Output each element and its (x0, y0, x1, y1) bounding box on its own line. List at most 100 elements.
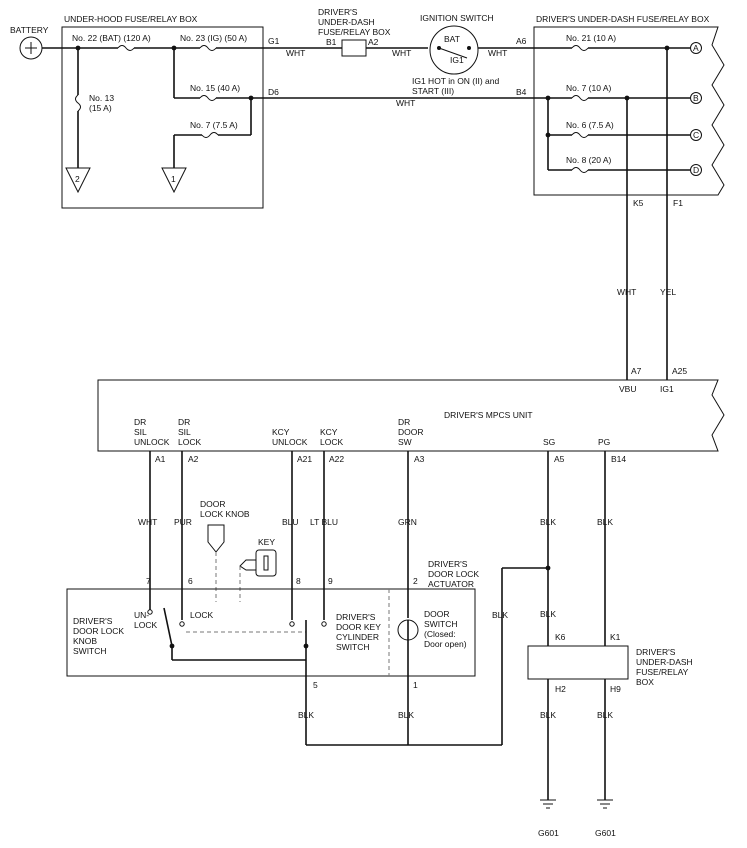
underhood-title: UNDER-HOOD FUSE/RELAY BOX (64, 14, 198, 24)
wire-wht-3: WHT (488, 48, 507, 58)
lock-label: LOCK (190, 610, 213, 620)
underdash-fuse-box: DRIVER'S UNDER-DASH FUSE/RELAY BOX No. 2… (533, 14, 725, 208)
unlock-label-1: UN- (134, 610, 149, 620)
wire-pur: PUR (174, 517, 192, 527)
key-icon: KEY (239, 537, 277, 602)
actuator-label-1: DRIVER'S (428, 559, 468, 569)
p6-l1: SG (543, 437, 555, 447)
p1-l3: UNLOCK (134, 437, 170, 447)
wire-wht-4: WHT (396, 98, 415, 108)
p2-l1: DR (178, 417, 190, 427)
pin-2: 2 (413, 576, 418, 586)
door-switch-label-2: SWITCH (424, 619, 458, 629)
door-lock-knob: DOOR LOCK KNOB (200, 499, 250, 602)
actuator-label-2: DOOR LOCK (428, 569, 479, 579)
key-cyl-label-2: DOOR KEY (336, 622, 381, 632)
wire-blk-3: BLK (298, 710, 314, 720)
knob-label-2: LOCK KNOB (200, 509, 250, 519)
pin-7: 7 (146, 576, 151, 586)
wire-blk-6: BLK (540, 609, 556, 619)
pin-a1: A1 (155, 454, 166, 464)
ignition-switch: IGNITION SWITCH BAT IG1 IG1 HOT in ON (I… (412, 13, 500, 96)
battery-label: BATTERY (10, 25, 49, 35)
pin-h9: H9 (610, 684, 621, 694)
fuse8-label: No. 8 (20 A) (566, 155, 612, 165)
pin-a2: A2 (368, 37, 379, 47)
pin-k1: K1 (610, 632, 621, 642)
ground-icon (597, 799, 613, 809)
pin-a25: A25 (672, 366, 687, 376)
p4-l2: LOCK (320, 437, 343, 447)
wire-yel: YEL (660, 287, 676, 297)
pin-6: 6 (188, 576, 193, 586)
pin-a2-mpcs: A2 (188, 454, 199, 464)
knob-switch-label-1: DRIVER'S (73, 616, 113, 626)
ground-label-2: G601 (595, 828, 616, 838)
wire-wht-2: WHT (392, 48, 411, 58)
wire-blk-2: BLK (597, 517, 613, 527)
p3-l2: UNLOCK (272, 437, 308, 447)
pin-1: 1 (413, 680, 418, 690)
p3-l1: KCY (272, 427, 290, 437)
p1-l2: SIL (134, 427, 147, 437)
wire-blk-4: BLK (398, 710, 414, 720)
p5-l1: DR (398, 417, 410, 427)
mpcs-unit: DRIVER'S MPCS UNIT VBU IG1 DR SIL UNLOCK… (97, 379, 725, 452)
fuse7a-label: No. 7 (7.5 A) (190, 120, 238, 130)
connector-d: D (693, 165, 699, 175)
dash-top-title-1: DRIVER'S (318, 7, 358, 17)
door-switch-label-3: (Closed: (424, 629, 456, 639)
p5-l3: SW (398, 437, 412, 447)
pin-f1: F1 (673, 198, 683, 208)
knob-switch-label-3: KNOB (73, 636, 97, 646)
door-lock-actuator: 7 6 8 9 2 DRIVER'S DOOR LOCK KNOB SWITCH… (66, 576, 476, 745)
key-cyl-label-4: SWITCH (336, 642, 370, 652)
box2-label-1: DRIVER'S (636, 647, 676, 657)
pin-9: 9 (328, 576, 333, 586)
wire-blk-5: BLK (492, 610, 508, 620)
mpcs-vbu: VBU (619, 384, 636, 394)
pin-a21: A21 (297, 454, 312, 464)
p5-l2: DOOR (398, 427, 424, 437)
pin-a7: A7 (631, 366, 642, 376)
pin-a5: A5 (554, 454, 565, 464)
wire-wht-6: WHT (138, 517, 157, 527)
underdash-box-2: K6 K1 H2 H9 DRIVER'S UNDER-DASH FUSE/REL… (527, 632, 693, 694)
connector-a: A (693, 43, 699, 53)
underhood-fuse-box: UNDER-HOOD FUSE/RELAY BOX No. 22 (BAT) (… (61, 14, 280, 209)
fuse22-label: No. 22 (BAT) (120 A) (72, 33, 151, 43)
pin-d6: D6 (268, 87, 279, 97)
fuse13-label-a: No. 13 (89, 93, 114, 103)
fuse15-label: No. 15 (40 A) (190, 83, 240, 93)
key-cyl-label-3: CYLINDER (336, 632, 379, 642)
fuse6-label: No. 6 (7.5 A) (566, 120, 614, 130)
pin-h2: H2 (555, 684, 566, 694)
dash-top-title-2: UNDER-DASH (318, 17, 375, 27)
p2-l2: SIL (178, 427, 191, 437)
box2-label-3: FUSE/RELAY (636, 667, 689, 677)
wire-blk-7: BLK (540, 710, 556, 720)
p2-l3: LOCK (178, 437, 201, 447)
knob-label-1: DOOR (200, 499, 226, 509)
pin-8: 8 (296, 576, 301, 586)
pin-b4: B4 (516, 87, 527, 97)
pin-a22: A22 (329, 454, 344, 464)
p1-l1: DR (134, 417, 146, 427)
mpcs-ig1: IG1 (660, 384, 674, 394)
pin-a6: A6 (516, 36, 527, 46)
pin-g1: G1 (268, 36, 280, 46)
actuator-label-3: ACTUATOR (428, 579, 474, 589)
knob-switch-label-4: SWITCH (73, 646, 107, 656)
key-cyl-label-1: DRIVER'S (336, 612, 376, 622)
ignition-note-2: START (III) (412, 86, 454, 96)
unlock-label-2: LOCK (134, 620, 157, 630)
underdash-title: DRIVER'S UNDER-DASH FUSE/RELAY BOX (536, 14, 710, 24)
box2-label-2: UNDER-DASH (636, 657, 693, 667)
door-switch-label-1: DOOR (424, 609, 450, 619)
ground-label-1: G601 (538, 828, 559, 838)
fuse23-label: No. 23 (IG) (50 A) (180, 33, 247, 43)
wire-blk-8: BLK (597, 710, 613, 720)
fuse7b-label: No. 7 (10 A) (566, 83, 612, 93)
p7-l1: PG (598, 437, 610, 447)
